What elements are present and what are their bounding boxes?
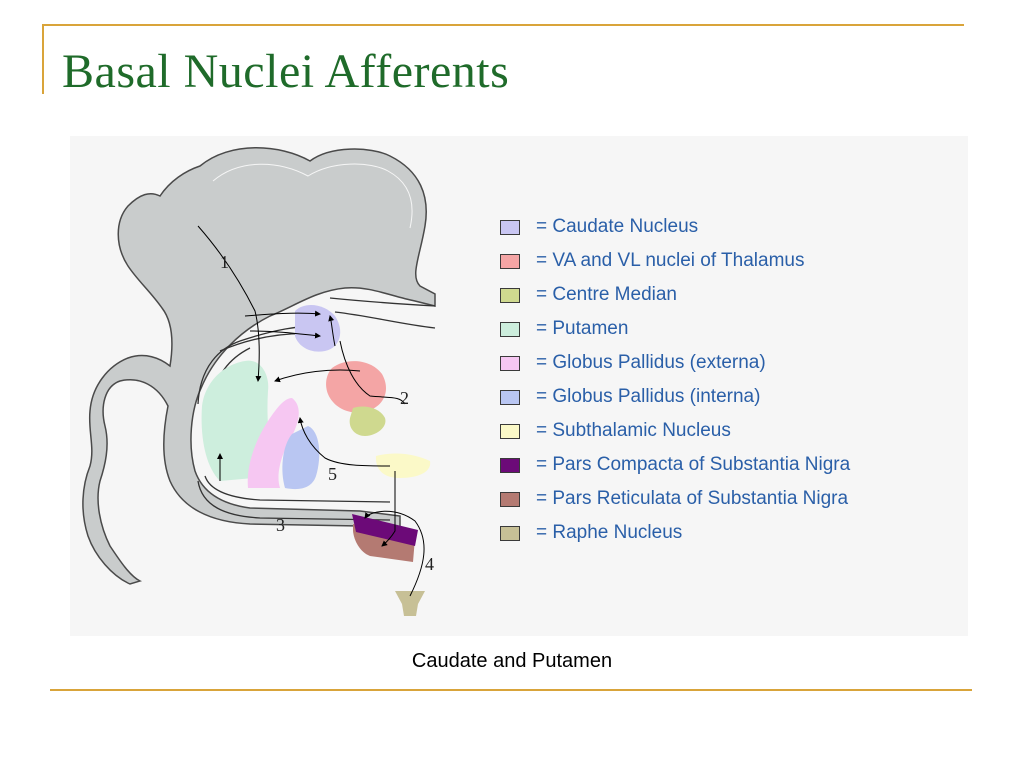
bottom-accent-line [50,689,972,691]
legend-label: = Pars Reticulata of Substantia Nigra [536,488,849,509]
cortex-outline [82,147,436,585]
legend-label: = Globus Pallidus (interna) [536,386,761,407]
legend-item: = Subthalamic Nucleus [500,414,850,448]
legend-swatch [500,525,520,541]
legend-item: = Pars Compacta of Substantia Nigra [500,448,850,482]
legend-label: = Subthalamic Nucleus [536,420,731,441]
globus-pallidus-externa-shape [247,398,299,488]
pathway-label-2: 2 [400,388,409,408]
thalamus-va-vl-shape [326,361,386,413]
pathway-label-4: 4 [425,554,434,574]
legend-item: = Pars Reticulata of Substantia Nigra [500,482,850,516]
legend-label: = Globus Pallidus (externa) [536,352,766,373]
legend-swatch [500,491,520,507]
legend-item: = Globus Pallidus (externa) [500,346,850,380]
caudate-nucleus-shape [295,304,341,352]
pathway-label-3: 3 [276,515,285,535]
legend-item: = Centre Median [500,278,850,312]
legend-label: = Pars Compacta of Substantia Nigra [536,454,851,475]
slide-title: Basal Nuclei Afferents [62,45,510,98]
legend-swatch [500,219,520,235]
brain-section-illustration: 1 2 3 4 5 [82,147,436,616]
legend-label: = VA and VL nuclei of Thalamus [536,250,805,271]
pars-compacta-shape [352,514,418,546]
legend-swatch [500,287,520,303]
legend-item: = Globus Pallidus (interna) [500,380,850,414]
legend-swatch [500,423,520,439]
legend-swatch [500,457,520,473]
legend-item: = Putamen [500,312,850,346]
legend-label: = Caudate Nucleus [536,216,699,237]
legend-swatch [500,355,520,371]
legend-item: = Raphe Nucleus [500,516,850,550]
pathway-label-1: 1 [220,252,229,272]
legend-item: = VA and VL nuclei of Thalamus [500,244,850,278]
left-accent-line [42,24,44,94]
legend-label: = Centre Median [536,284,677,305]
raphe-nucleus-shape [395,591,425,616]
legend: = Caudate Nucleus = VA and VL nuclei of … [500,210,850,550]
legend-label: = Raphe Nucleus [536,522,683,543]
figure-caption: Caudate and Putamen [411,650,613,672]
legend-swatch [500,321,520,337]
legend-label: = Putamen [536,318,629,339]
legend-item: = Caudate Nucleus [500,210,850,244]
centre-median-shape [349,406,386,436]
legend-swatch [500,389,520,405]
subthalamic-nucleus-shape [375,453,431,478]
legend-swatch [500,253,520,269]
pathway-label-5: 5 [328,464,337,484]
top-accent-line [42,24,964,26]
basal-nuclei-diagram: 1 2 3 4 5 = Caudate Nucleus = VA and VL … [70,136,968,636]
